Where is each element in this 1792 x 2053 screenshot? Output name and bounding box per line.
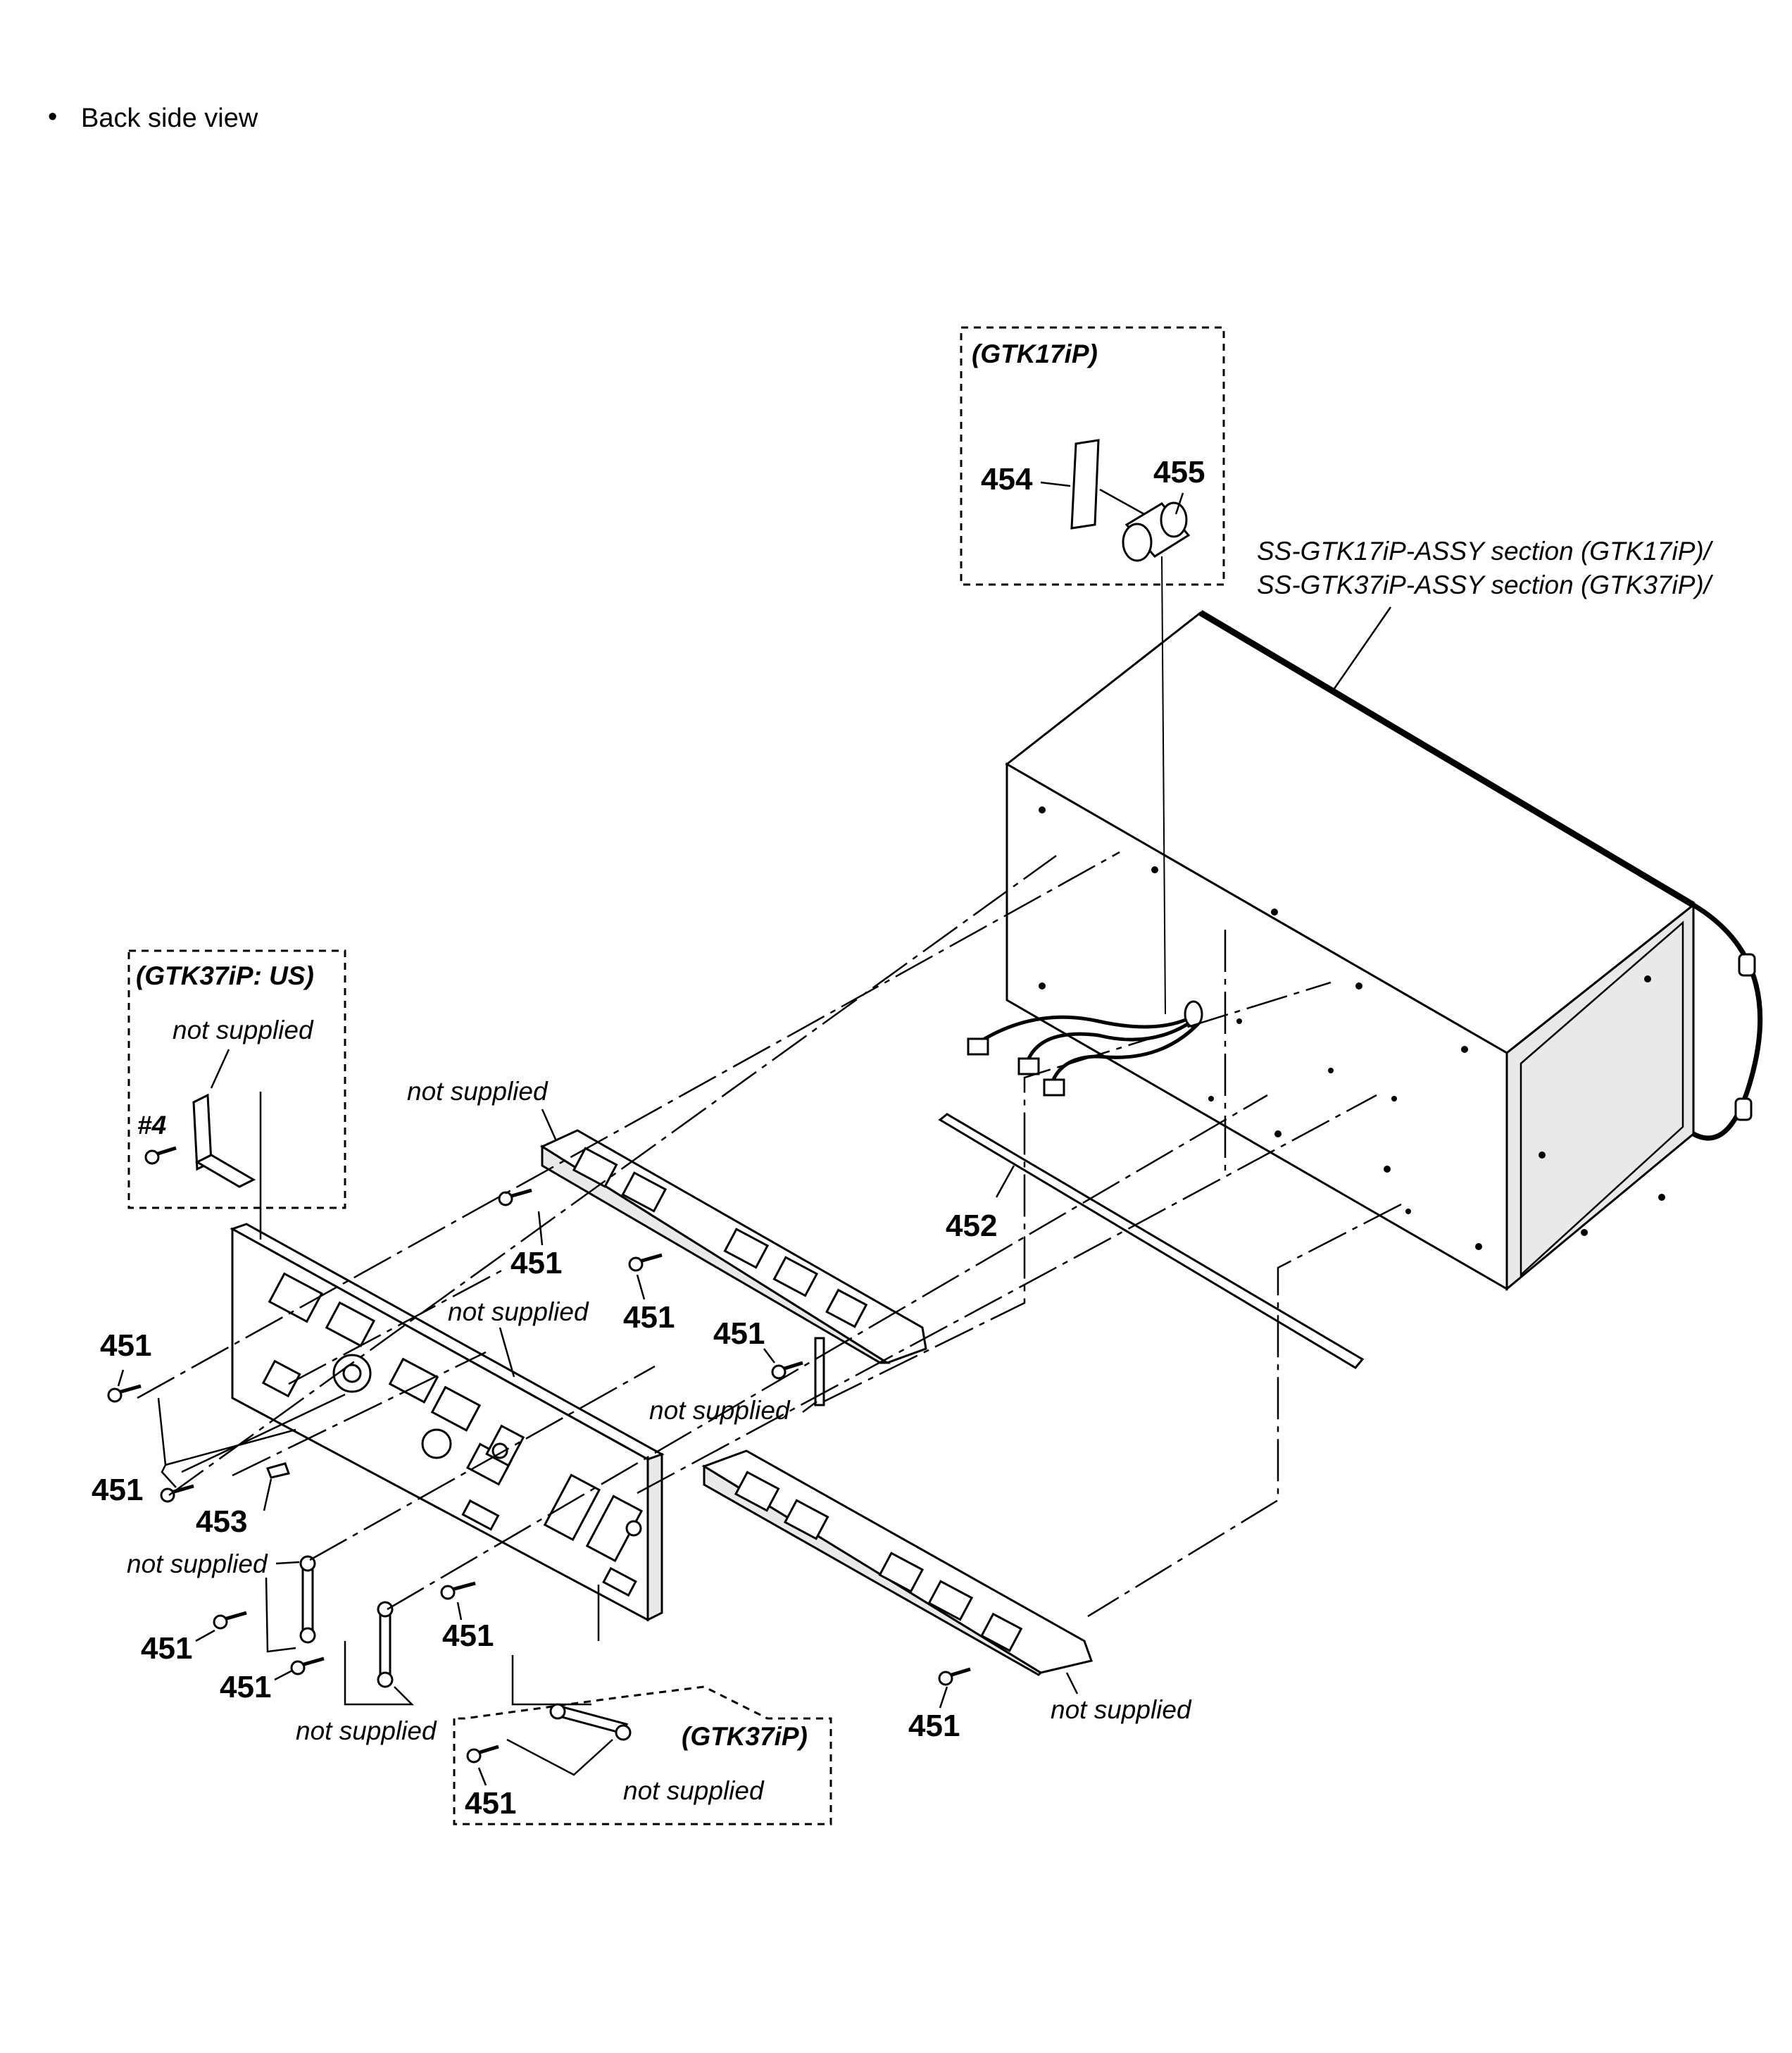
part-number-452: 452 <box>946 1209 997 1243</box>
back-panel <box>230 1223 665 1622</box>
bracket-not-supplied <box>192 1093 256 1188</box>
lower-rail <box>701 1449 1093 1676</box>
part-number-453: 453 <box>196 1504 247 1539</box>
group-box-gtk37ip-us <box>127 949 346 1209</box>
part-number-454: 454 <box>981 462 1033 497</box>
screw-ref-4: #4 <box>137 1111 166 1140</box>
group-box-gtk37ip <box>453 1685 832 1826</box>
section-label-line-2: SS-GTK37iP-ASSY section (GTK37iP)/ <box>1257 570 1714 599</box>
part-455-core <box>1122 501 1191 562</box>
page-title: Back side view <box>81 104 258 133</box>
upper-rail <box>539 1129 927 1364</box>
note-back-panel: not supplied <box>448 1297 589 1326</box>
part-number-451-d: 451 <box>908 1709 960 1743</box>
note-gtk37ip-us: not supplied <box>173 1016 314 1044</box>
part-number-451-b: 451 <box>623 1300 675 1335</box>
part-number-451-e: 451 <box>100 1328 151 1363</box>
part-453 <box>266 1462 290 1479</box>
part-number-451-i: 451 <box>442 1618 494 1653</box>
note-upper-rail: not supplied <box>407 1077 549 1106</box>
group-box-gtk17ip <box>960 326 1225 586</box>
part-452-strip <box>938 1113 1365 1369</box>
section-label-line-1: SS-GTK17iP-ASSY section (GTK17iP)/ <box>1257 537 1714 566</box>
screw-451-rail-a <box>498 1188 532 1206</box>
group-label-gtk37ip: (GTK37iP) <box>682 1722 808 1751</box>
screw-451-rail-b <box>628 1253 663 1272</box>
part-number-455: 455 <box>1153 455 1205 489</box>
strap-not-supplied-a <box>299 1555 316 1644</box>
screw-451-box <box>466 1745 499 1764</box>
strap-not-supplied-c <box>549 1703 632 1741</box>
screw-451-lower-rail <box>938 1667 971 1686</box>
part-number-451-c: 451 <box>713 1316 765 1351</box>
screw-4 <box>144 1146 177 1165</box>
screw-451-panel-a <box>107 1384 142 1403</box>
strap-not-supplied-b <box>377 1601 394 1688</box>
part-454-sheet <box>1070 439 1100 530</box>
note-strap-a: not supplied <box>127 1549 268 1578</box>
note-rail-pin: not supplied <box>649 1396 791 1425</box>
screw-451-strap-a <box>213 1611 247 1630</box>
part-number-451-j: 451 <box>465 1786 516 1821</box>
speaker-cabinet <box>967 610 1763 1292</box>
header-bullet: • <box>48 102 57 132</box>
group-label-gtk37ip-us: (GTK37iP: US) <box>136 961 314 990</box>
part-number-451-g: 451 <box>141 1631 192 1666</box>
note-gtk37ip: not supplied <box>623 1776 765 1805</box>
group-label-gtk17ip: (GTK17iP) <box>972 339 1098 368</box>
screw-451-rail-c <box>771 1361 803 1380</box>
note-lower-rail: not supplied <box>1051 1695 1192 1724</box>
screw-451-strap-b <box>290 1656 325 1676</box>
part-number-451-h: 451 <box>220 1670 271 1704</box>
part-number-451-f: 451 <box>92 1473 143 1507</box>
note-strap-b: not supplied <box>296 1716 437 1745</box>
part-number-451-a: 451 <box>510 1246 562 1280</box>
screw-451-panel-c <box>440 1581 476 1600</box>
